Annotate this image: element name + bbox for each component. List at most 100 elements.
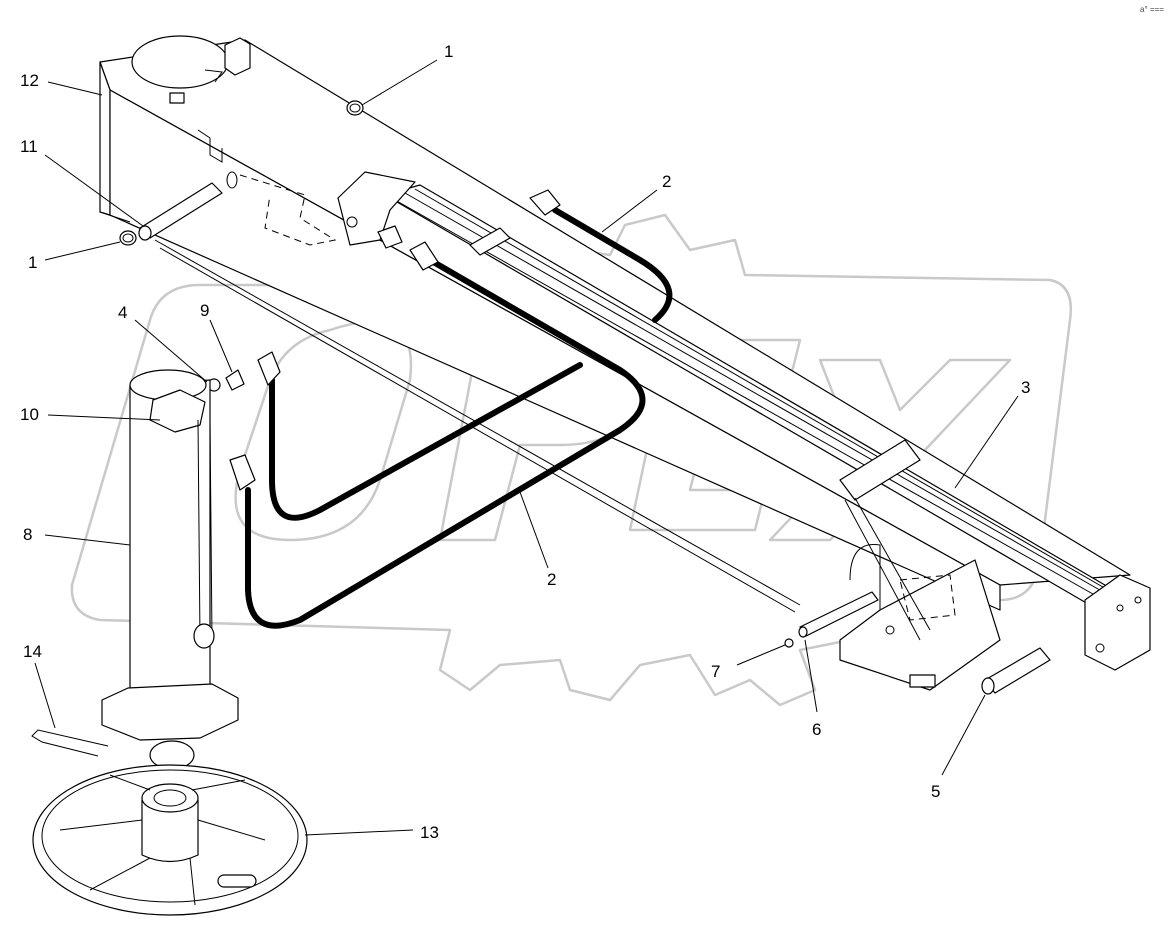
callout-10: 10 — [20, 405, 39, 424]
cylinder-barrel — [384, 184, 1111, 609]
bracket-arch — [849, 543, 881, 610]
beam-hole-inner — [204, 69, 223, 83]
hose-middle — [245, 257, 646, 629]
callout-14: 14 — [23, 642, 42, 661]
foot-plate-rib-2 — [197, 819, 266, 841]
leg-side-cap — [193, 623, 215, 649]
leader-13 — [304, 829, 414, 836]
leader-lines — [34, 59, 1019, 836]
foot-plate — [32, 764, 308, 916]
fitting-middle-end — [409, 241, 439, 271]
callout-11: 11 — [20, 137, 38, 156]
ring-7 — [784, 638, 794, 648]
leader-1a — [361, 59, 438, 106]
leader-8 — [44, 534, 131, 546]
callout-13: 13 — [420, 823, 439, 842]
cylinder-right-hole-1 — [1095, 643, 1105, 653]
hoses — [229, 189, 673, 629]
callout-8: 8 — [23, 525, 32, 544]
cylinder-rod-line-1 — [394, 199, 1101, 599]
callout-1a: 1 — [444, 42, 453, 61]
beam-small-hole — [226, 171, 238, 189]
cylinder-rod-line-2 — [404, 192, 1106, 594]
cylinder-left-block — [337, 171, 416, 246]
beam-end-wall — [99, 61, 111, 216]
spring-clip-14 — [31, 729, 109, 757]
beam-hidden-bracket — [239, 174, 337, 246]
leg-base-flange — [101, 683, 239, 741]
callout-6: 6 — [812, 720, 821, 739]
fitting-cyl-connector — [377, 225, 403, 249]
beam-top-hole — [131, 35, 229, 89]
cylinder-clip — [469, 227, 511, 256]
cylinder-left-hole — [346, 216, 358, 228]
fitting-hose-elbow-2 — [229, 454, 256, 491]
seal-ring-upper-inner — [349, 103, 361, 113]
pin-6-end — [798, 626, 808, 638]
pin-11-end — [138, 225, 152, 241]
fitting-hose-elbow-1 — [257, 351, 281, 386]
leader-4 — [134, 319, 208, 383]
cylinder-right-hole-2 — [1116, 604, 1124, 612]
leader-6 — [804, 639, 818, 713]
leader-5 — [941, 694, 986, 776]
bracket-strut-2 — [854, 497, 931, 631]
seal-ring-upper — [346, 100, 364, 116]
foot-plate-rib-1 — [59, 819, 143, 831]
foot-plate-rib-3 — [89, 857, 151, 891]
pin-5 — [984, 647, 1051, 694]
leader-1b — [44, 241, 121, 261]
callout-5: 5 — [931, 782, 940, 801]
cylinder-clamp-plate — [839, 439, 921, 501]
bracket-hole — [885, 625, 895, 635]
foot-plate-rib-6 — [191, 779, 246, 791]
beam-front-face — [109, 89, 1001, 611]
cylinder-rod-line-3 — [414, 188, 1109, 591]
hose-upper — [552, 207, 673, 323]
leader-7 — [736, 644, 786, 666]
callout-4: 4 — [118, 303, 127, 322]
callout-12: 12 — [20, 71, 39, 90]
seal-ring-lower — [119, 230, 137, 246]
callout-2a: 2 — [662, 172, 671, 191]
bracket-plate — [839, 559, 1001, 691]
pin-5-end — [981, 677, 995, 695]
callout-7: 7 — [711, 662, 720, 681]
beam-rail-2 — [159, 247, 796, 613]
callout-9: 9 — [200, 301, 209, 320]
hydraulic-cylinder — [337, 171, 1151, 671]
fitting-9 — [225, 369, 245, 391]
callout-2b: 2 — [547, 570, 556, 589]
hose-lower — [269, 362, 583, 521]
cylinder-right-hole-3 — [1134, 596, 1142, 604]
callout-1b: 1 — [28, 253, 37, 272]
leader-14 — [34, 662, 56, 729]
foot-plate-inner — [41, 769, 299, 903]
leader-2b — [519, 491, 549, 569]
leader-10 — [47, 414, 161, 421]
leader-2a — [601, 189, 658, 233]
leader-12 — [47, 81, 103, 96]
watermark-gear — [70, 213, 1073, 707]
leader-3 — [954, 395, 1019, 489]
foot-plate-rib-4 — [189, 857, 196, 906]
beam-top-block — [224, 37, 251, 76]
callout-3: 3 — [1021, 378, 1030, 397]
jack-leg — [101, 369, 239, 770]
callout-labels: 1 1 2 2 3 4 5 6 7 8 9 10 11 12 13 14 — [20, 42, 1030, 842]
foot-plate-socket — [141, 783, 199, 813]
beam-end-foot — [99, 211, 131, 223]
foot-plate-rib-5 — [109, 774, 151, 791]
corner-mark: a° === — [1140, 5, 1164, 14]
fitting-upper-end — [529, 189, 561, 216]
foot-plate-socket-inner — [153, 789, 187, 807]
support-bracket — [839, 497, 1001, 691]
bracket-strut — [844, 499, 921, 641]
leader-9 — [209, 319, 233, 373]
beam-nub — [169, 92, 185, 104]
foot-plate-slot — [217, 874, 257, 888]
small-parts — [119, 100, 1051, 695]
beam-slot — [197, 129, 223, 163]
cylinder-right-block — [1084, 574, 1151, 671]
